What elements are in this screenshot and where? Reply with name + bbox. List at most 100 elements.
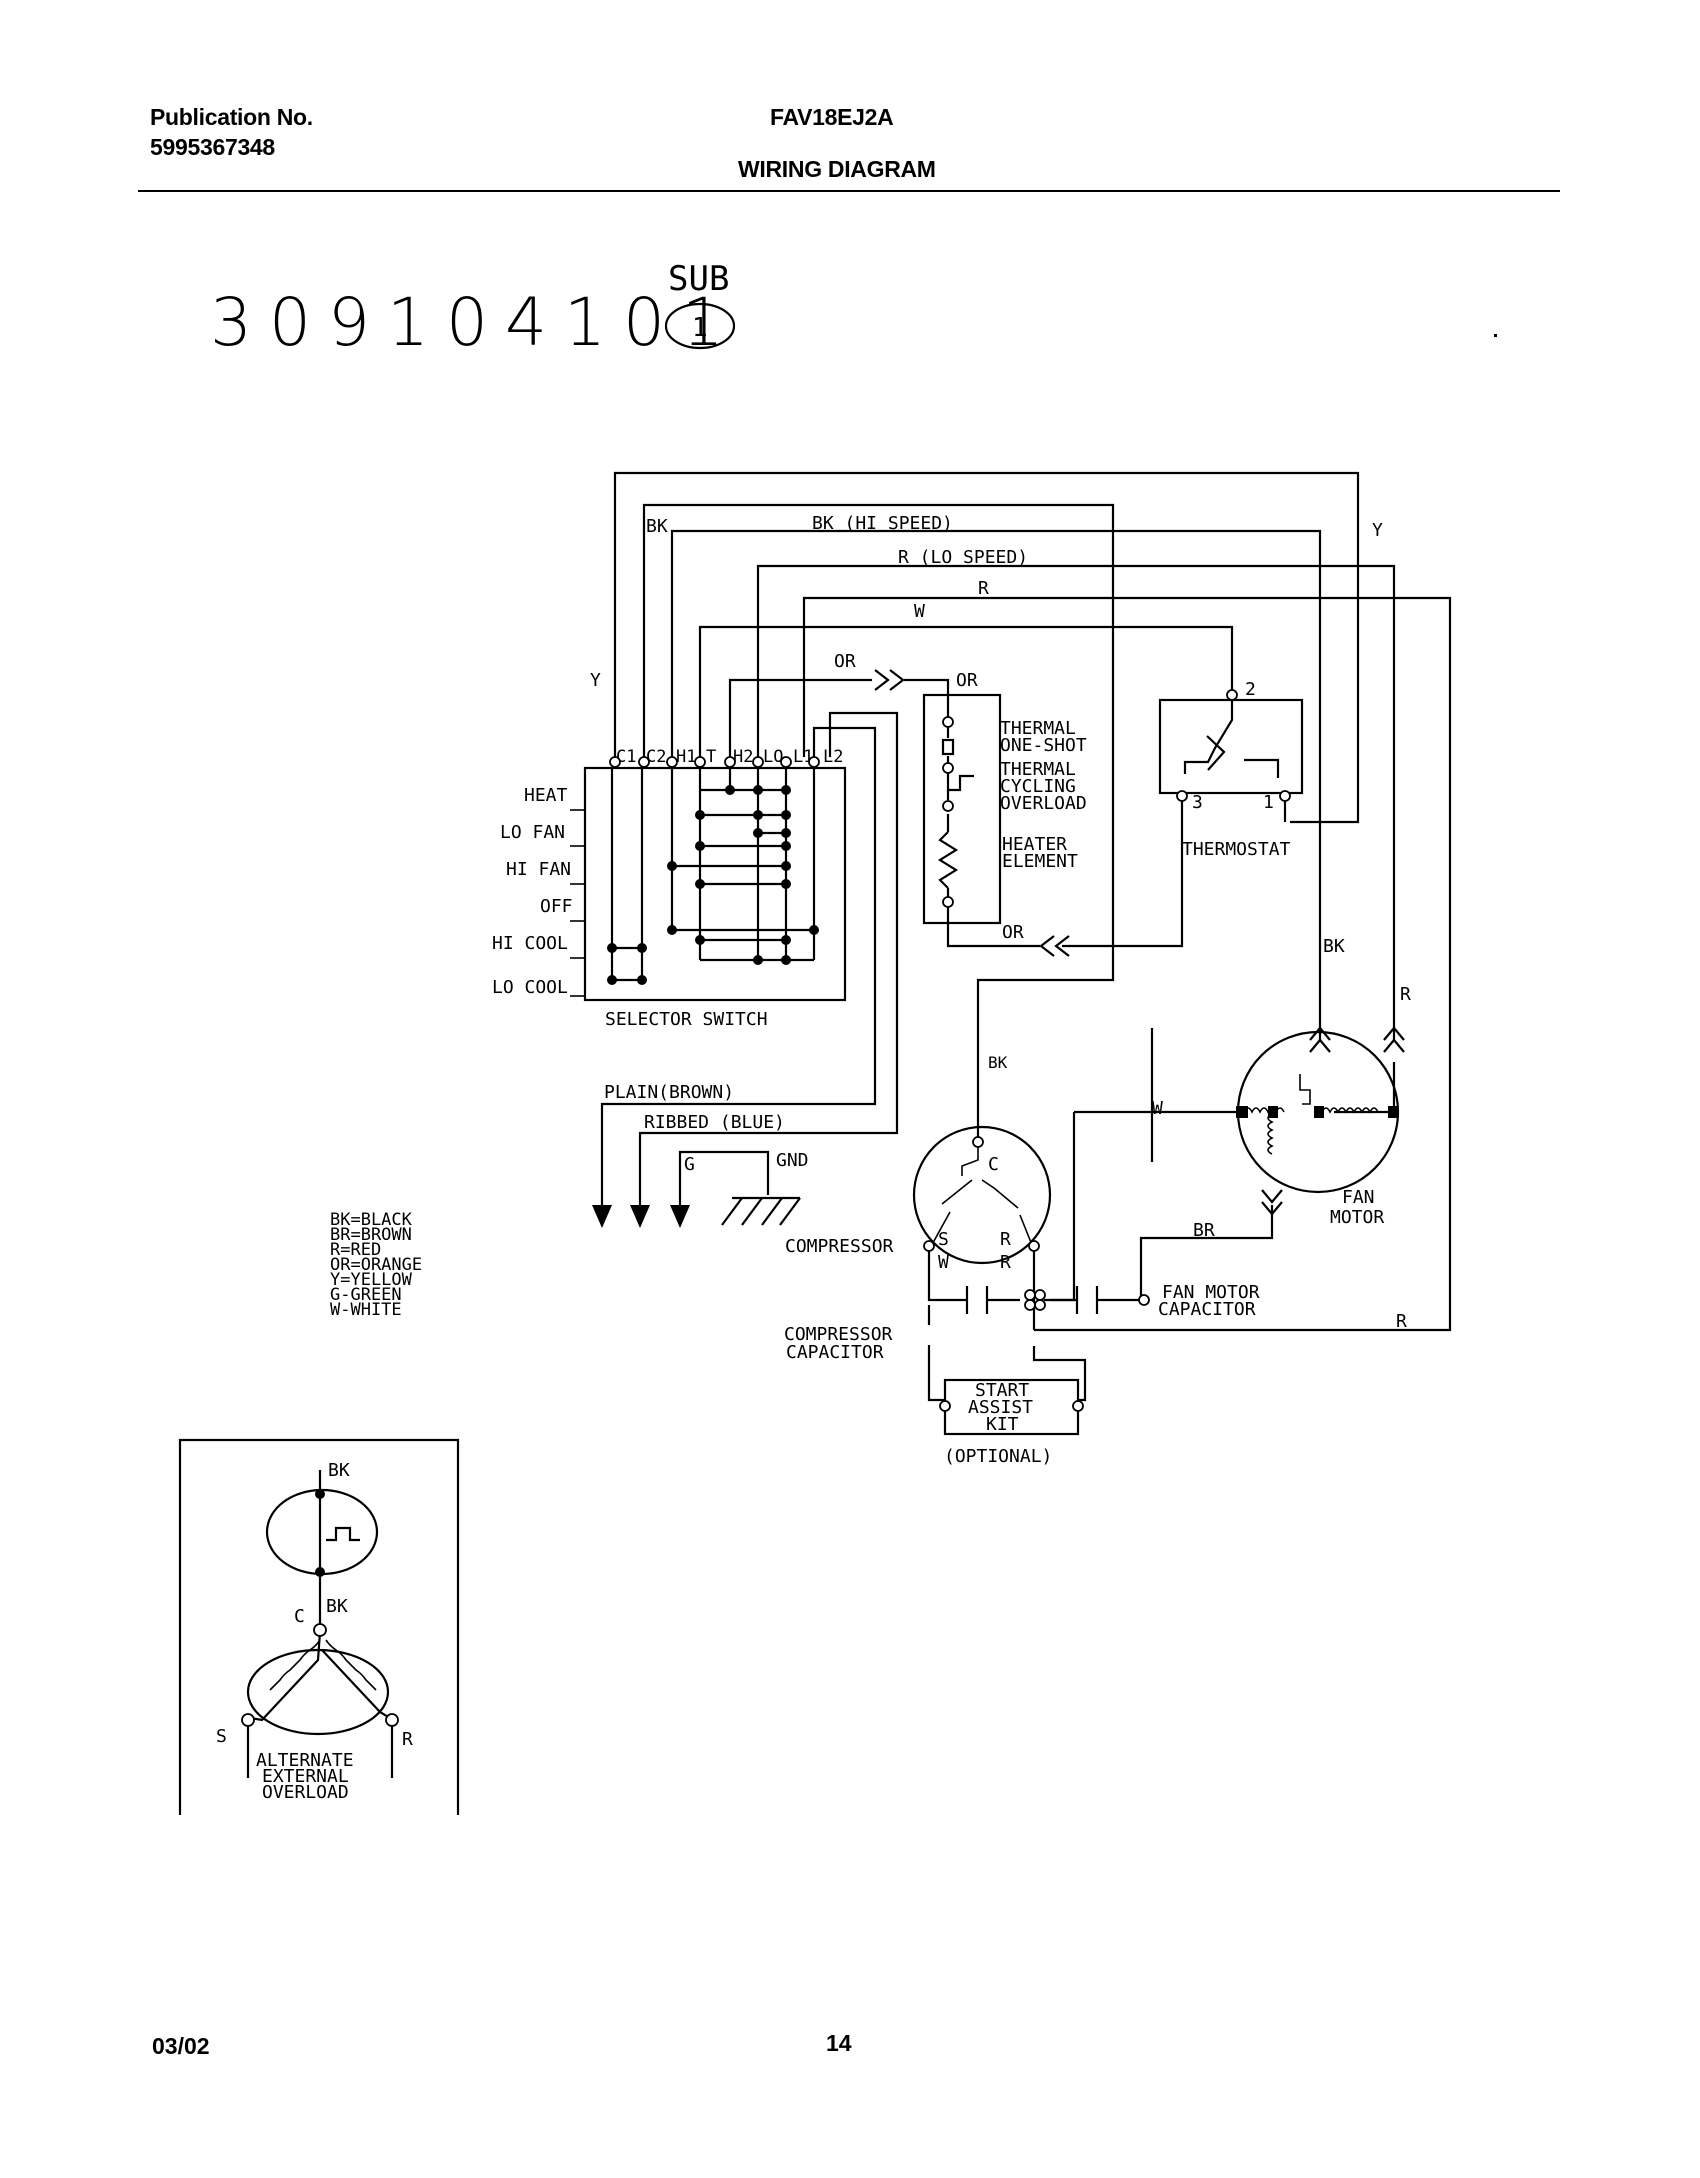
sub-number: 1: [692, 313, 708, 343]
legend-g: G-GREEN: [330, 1285, 402, 1305]
wire-label-y-right: Y: [1372, 520, 1383, 541]
terminal-c2: C2: [646, 747, 666, 767]
fan-motor-label-line1: FAN: [1342, 1187, 1375, 1208]
switch-pos-lo-cool: LO COOL: [492, 977, 568, 998]
connector-arrows: [874, 669, 1405, 1216]
wire-label-or-left: OR: [834, 651, 856, 672]
legend-y: Y=YELLOW: [330, 1270, 413, 1290]
switch-pos-hi-cool: HI COOL: [492, 933, 568, 954]
legend-or: OR=ORANGE: [330, 1255, 422, 1275]
heater-element-line1: HEATER: [1002, 834, 1067, 855]
compressor-terminal-s: S: [938, 1229, 949, 1250]
sub-circle: [664, 302, 736, 350]
terminal-lo: LO: [763, 747, 783, 767]
compressor-terminal-w: W: [938, 1252, 949, 1273]
fan-motor: FAN MOTOR: [1236, 1030, 1400, 1228]
inset-label-line3: OVERLOAD: [262, 1782, 349, 1803]
inset-label-line1: ALTERNATE: [256, 1750, 354, 1771]
wire-label-plain-brown: PLAIN(BROWN): [604, 1082, 734, 1103]
switch-pos-off: OFF: [540, 896, 573, 917]
thermostat-terminal-3: 3: [1192, 792, 1203, 813]
legend-br: BR=BROWN: [330, 1225, 412, 1245]
page-number: 14: [826, 2030, 852, 2056]
publication-label: Publication No.: [150, 104, 313, 130]
switch-pos-heat: HEAT: [524, 785, 568, 806]
ground-terminals: [592, 1205, 690, 1228]
thermal-cycling-line3: OVERLOAD: [1000, 793, 1087, 814]
start-assist-line2: ASSIST: [968, 1397, 1033, 1418]
thermostat-terminal-2: 2: [1245, 679, 1256, 700]
inset-terminal-r: R: [402, 1729, 413, 1750]
thermal-one-shot-line2: ONE-SHOT: [1000, 735, 1087, 756]
wire-label-r-bottom: R: [1396, 1311, 1407, 1332]
compressor-terminal-r: R: [1000, 1229, 1011, 1250]
legend-r: R=RED: [330, 1240, 381, 1260]
compressor-terminal-r2: R: [1000, 1252, 1011, 1273]
thermostat-terminal-1: 1: [1263, 792, 1274, 813]
compressor-capacitor-line2: CAPACITOR: [786, 1342, 884, 1363]
wiring-lines: [600, 471, 1452, 1402]
inset-terminal-s: S: [216, 1726, 227, 1747]
terminal-l2: L2: [823, 747, 843, 767]
page-title: WIRING DIAGRAM: [738, 156, 936, 182]
color-legend: BK=BLACK BR=BROWN R=RED OR=ORANGE Y=YELL…: [330, 1210, 422, 1320]
wire-label-w-top: W: [914, 601, 925, 622]
start-assist-line1: START: [975, 1380, 1029, 1401]
thermal-cycling-line1: THERMAL: [1000, 759, 1076, 780]
wire-label-r-lo-speed: R (LO SPEED): [898, 547, 1028, 568]
thermostat: 2 3 1 THERMOSTAT: [1158, 679, 1304, 860]
terminal-t: T: [706, 747, 716, 767]
inset-bk-top: BK: [328, 1460, 350, 1481]
inset-label-line2: EXTERNAL: [262, 1766, 349, 1787]
legend-bk: BK=BLACK: [330, 1210, 413, 1230]
stray-mark: [1494, 334, 1497, 337]
fan-motor-capacitor: [1075, 1286, 1099, 1314]
heater-assembly: THERMAL ONE-SHOT THERMAL CYCLING OVERLOA…: [922, 693, 1087, 925]
fan-motor-label-line2: MOTOR: [1330, 1207, 1384, 1228]
wire-label-br: BR: [1193, 1220, 1215, 1241]
start-assist-note: (OPTIONAL): [944, 1446, 1052, 1467]
wire-label-bk: BK: [646, 516, 668, 537]
document-number: 309104101: [210, 284, 741, 361]
compressor-label: COMPRESSOR: [785, 1236, 894, 1257]
wire-label-ribbed-blue: RIBBED (BLUE): [644, 1112, 785, 1133]
wire-label-gnd: GND: [776, 1150, 809, 1171]
model-number: FAV18EJ2A: [770, 104, 894, 130]
footer-date: 03/02: [152, 2033, 210, 2059]
compressor-circle: [912, 1125, 1052, 1265]
compressor-capacitor-line1: COMPRESSOR: [784, 1324, 893, 1345]
start-assist-line3: KIT: [986, 1414, 1019, 1435]
wire-label-y-left: Y: [590, 670, 601, 691]
alternate-overload-inset: BK BK C S R ALTERNATE EXTERNAL OVERLOAD: [178, 1438, 460, 1815]
inset-bk-mid: BK: [326, 1596, 348, 1617]
wire-label-bk-hi-speed: BK (HI SPEED): [812, 513, 953, 534]
wire-label-bk-fan: BK: [1323, 936, 1345, 957]
selector-switch: HEAT LO FAN HI FAN OFF HI COOL LO COOL C…: [492, 747, 847, 1030]
terminal-h2: H2: [733, 747, 753, 767]
compressor-capacitor: [965, 1286, 989, 1314]
wire-label-r-top: R: [978, 578, 989, 599]
wire-label-w-fan: W: [1152, 1098, 1163, 1119]
header-rule: [138, 190, 1560, 192]
heater-element-line2: ELEMENT: [1002, 851, 1078, 872]
legend-w: W-WHITE: [330, 1300, 402, 1320]
thermal-one-shot-line1: THERMAL: [1000, 718, 1076, 739]
sub-label: SUB: [668, 259, 729, 299]
switch-pos-hi-fan: HI FAN: [506, 859, 571, 880]
wire-label-or-right: OR: [956, 670, 978, 691]
wire-label-bk-compressor: BK: [988, 1053, 1008, 1072]
selector-switch-title: SELECTOR SWITCH: [605, 1009, 768, 1030]
wire-label-r-fan: R: [1400, 984, 1411, 1005]
thermostat-label: THERMOSTAT: [1182, 839, 1291, 860]
publication-number: 5995367348: [150, 134, 275, 160]
switch-pos-lo-fan: LO FAN: [500, 822, 565, 843]
terminal-h1: H1: [676, 747, 696, 767]
wire-label-g: G: [684, 1154, 695, 1175]
compressor-terminal-c: C: [988, 1154, 999, 1175]
thermal-cycling-line2: CYCLING: [1000, 776, 1076, 797]
inset-terminal-c: C: [294, 1606, 305, 1627]
heater-box: [922, 693, 1002, 925]
terminal-c1: C1: [616, 747, 636, 767]
fan-motor-capacitor-line1: FAN MOTOR: [1162, 1282, 1260, 1303]
